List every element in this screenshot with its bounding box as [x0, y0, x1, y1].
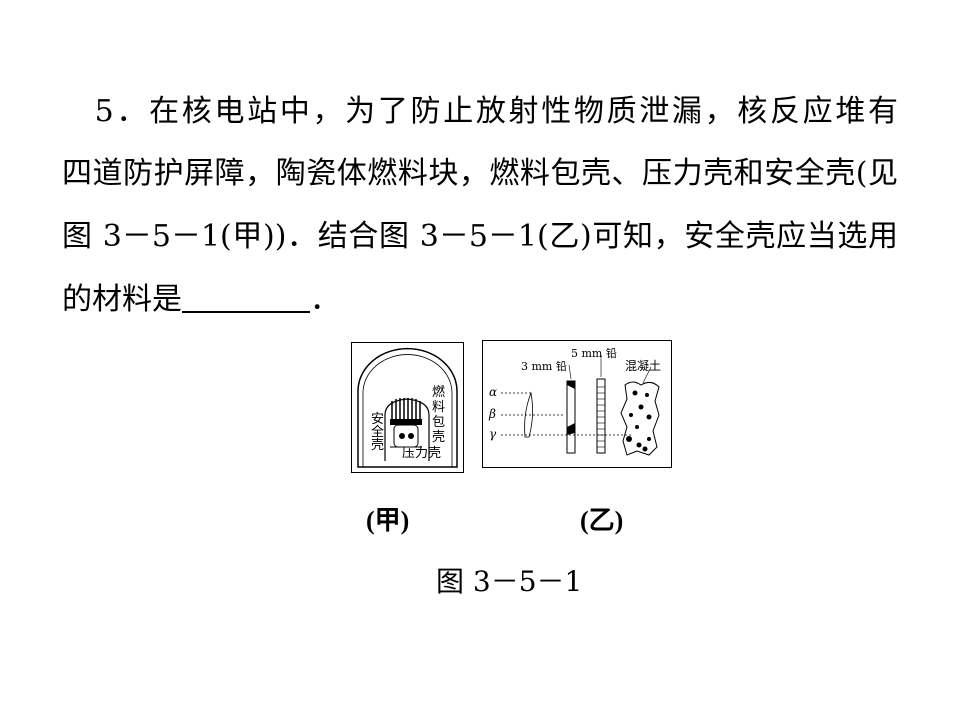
beta-label: β	[489, 407, 496, 421]
question-line-2: 四道防护屏障，陶瓷体燃料块，燃料包壳、压力壳和安全壳(见	[62, 156, 898, 191]
fuel-cladding-label: 燃料包壳	[432, 385, 446, 445]
pressure-shell-label: 压力壳	[402, 446, 442, 461]
question-line-1: 5．在核电站中，为了防止放射性物质泄漏，核反应堆有	[62, 94, 898, 129]
figure-title: 图 3－5－1	[436, 565, 583, 598]
figure-a-caption: (甲)	[366, 506, 410, 535]
figure-b-caption: (乙)	[580, 506, 624, 535]
lead-3mm-label: 3 mm 铅	[521, 360, 567, 373]
lead-5mm-label: 5 mm 铅	[571, 347, 617, 360]
answer-blank[interactable]	[182, 281, 310, 313]
figure-b-drawing	[501, 355, 660, 456]
figure-b-radiation-penetration: 3 mm 铅 5 mm 铅 混凝土 α β γ	[482, 340, 672, 468]
question-line-4-prefix: 的材料是	[62, 282, 182, 317]
figure-a-reactor-barriers: 安全壳 燃料包壳 压力壳	[351, 342, 464, 473]
safety-shell-label: 安全壳	[371, 412, 385, 453]
question-line-4-suffix: ．	[310, 282, 340, 317]
question-line-3: 图 3－5－1(甲))．结合图 3－5－1(乙)可知，安全壳应当选用	[62, 219, 898, 254]
figure-a-drawing	[357, 347, 458, 468]
alpha-label: α	[489, 385, 498, 399]
concrete-label: 混凝土	[625, 359, 662, 373]
question-line-4: 的材料是 ．	[62, 280, 898, 320]
gamma-label: γ	[489, 427, 497, 441]
